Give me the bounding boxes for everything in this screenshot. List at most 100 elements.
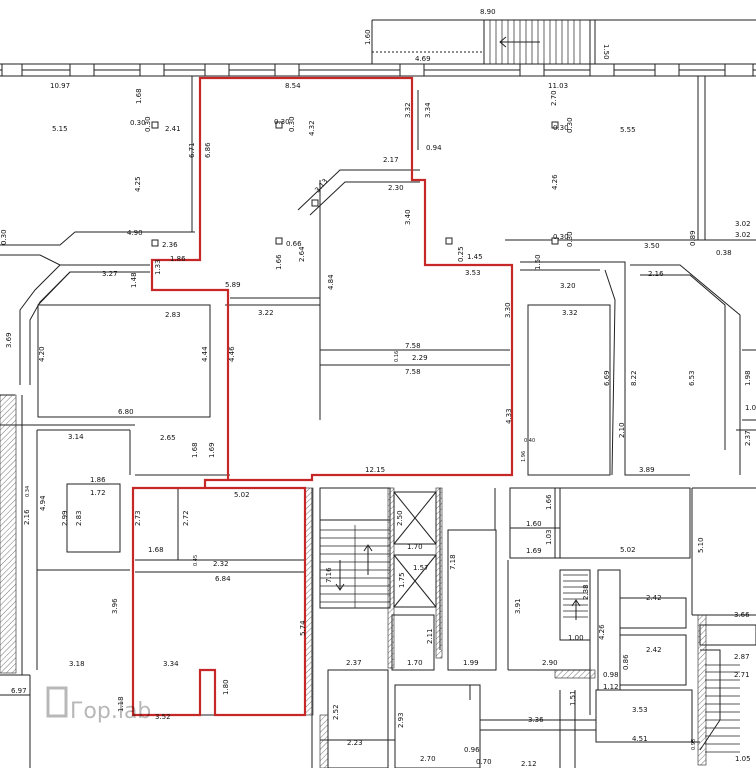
dim-label: 1.66 [275, 254, 283, 270]
dim-label: 2.90 [542, 659, 558, 667]
dim-label: 2.73 [134, 510, 142, 526]
dim-label: 3.27 [102, 270, 118, 278]
dim-label: 0.30 [566, 231, 574, 247]
dim-label: 1.60 [364, 29, 372, 45]
dim-label: 2.30 [388, 184, 404, 192]
dim-label: 1.12 [603, 683, 619, 691]
dim-label: 4.33 [505, 408, 513, 424]
dim-label: 0.34 [25, 486, 31, 497]
dim-label: 2.65 [160, 434, 176, 442]
dim-label: 1.18 [117, 696, 125, 712]
dim-label: 7.16 [325, 567, 333, 583]
dim-label: 1.80 [222, 679, 230, 695]
dim-label: 3.34 [163, 660, 179, 668]
dim-label: 6.86 [204, 142, 212, 158]
dim-label: 6.84 [215, 575, 231, 583]
dim-label: 4.20 [38, 346, 46, 362]
dim-label: 5.74 [299, 620, 307, 636]
dim-label: 2.70 [550, 90, 558, 106]
dim-label: 3.50 [644, 242, 660, 250]
dim-label: 1.68 [191, 442, 199, 458]
dim-label: 5.89 [225, 281, 241, 289]
dim-label: 4.51 [632, 735, 648, 743]
dim-label: 1.70 [407, 659, 423, 667]
dim-label: 1.68 [148, 546, 164, 554]
dim-label: 1.69 [208, 442, 216, 458]
dim-label: 5.15 [52, 125, 68, 133]
dim-label: 0.45 [193, 555, 199, 566]
dim-label: 3.36 [528, 716, 544, 724]
dim-label: 2.42 [646, 594, 662, 602]
dim-label: 1.75 [398, 572, 406, 588]
dim-label: 0.95 [691, 739, 697, 750]
dim-label: 12.15 [365, 466, 385, 474]
service-stair-arrow-icon [571, 599, 581, 620]
dim-label: 8.90 [480, 8, 496, 16]
dim-label: 2.23 [347, 739, 363, 747]
dim-label: 3.53 [632, 706, 648, 714]
dim-label: 5.55 [620, 126, 636, 134]
dim-label: 1.45 [467, 253, 483, 261]
dim-label: 0.30 [288, 116, 296, 132]
dim-label: 4.94 [39, 495, 47, 511]
dim-label: 10.97 [50, 82, 70, 90]
dim-label: 1.05 [735, 755, 751, 763]
dim-label: 1.00 [568, 634, 584, 642]
dim-label: 0.66 [286, 240, 302, 248]
dim-label: 6.53 [688, 370, 696, 386]
dim-label: 1.03 [545, 529, 553, 545]
dim-label: 0.98 [603, 671, 619, 679]
dim-label: 0.25 [457, 246, 465, 262]
dim-label: 2.50 [396, 510, 404, 526]
dim-label: 0.30 [274, 118, 290, 126]
core-stairs [320, 525, 390, 608]
dim-label: 2.29 [412, 354, 428, 362]
premises-outline [131, 76, 514, 717]
dim-label: 3.66 [734, 611, 750, 619]
interior-walls [0, 76, 756, 768]
dim-label: 4.90 [127, 229, 143, 237]
watermark-text: Гор.lab [70, 699, 151, 724]
dim-label: 2.16 [648, 270, 664, 278]
dim-label: 4.26 [598, 624, 606, 640]
dim-label: 4.32 [308, 120, 316, 136]
dim-label: 8.54 [285, 82, 301, 90]
stair-up-arrow-icon [363, 544, 373, 575]
dim-label: 1.69 [526, 547, 542, 555]
dim-label: 1.50 [602, 44, 610, 60]
dim-label: 1.57 [413, 564, 429, 572]
dim-label: 7.58 [405, 342, 421, 350]
dim-label: 5.02 [620, 546, 636, 554]
dim-label: 1.96 [521, 451, 527, 462]
dim-label: 2.93 [397, 712, 405, 728]
dim-label: 2.42 [646, 646, 662, 654]
dim-label: 4.84 [327, 274, 335, 290]
dim-label: 4.26 [551, 174, 559, 190]
dim-label: 1.72 [90, 489, 106, 497]
dim-label: 1.68 [135, 88, 143, 104]
dim-label: 3.22 [258, 309, 274, 317]
structural-walls [0, 394, 707, 768]
facade [0, 63, 756, 77]
dim-label: 2.10 [618, 422, 626, 438]
spiral-stairs [705, 664, 740, 753]
dim-label: 0.70 [476, 758, 492, 766]
stair-down-arrow-icon [335, 560, 345, 591]
dim-label: 3.69 [5, 332, 13, 348]
dim-label: 3.34 [424, 102, 432, 118]
dim-label: 0.30 [553, 124, 569, 132]
dim-label: 7.18 [449, 554, 457, 570]
dim-label: 1.86 [170, 255, 186, 263]
dim-label: 1.86 [90, 476, 106, 484]
dim-label: 2.71 [734, 671, 750, 679]
dim-label: 6.69 [603, 370, 611, 386]
dim-label: 0.30 [130, 119, 146, 127]
dim-label: 3.53 [465, 269, 481, 277]
dimension-labels: 8.90 1.60 1.50 4.69 10.97 8.54 11.03 1.6… [0, 8, 756, 768]
dim-label: 2.83 [165, 311, 181, 319]
dim-label: 5.10 [697, 537, 705, 553]
dim-label: 3.32 [404, 102, 412, 118]
dim-label: 4.44 [201, 346, 209, 362]
dim-label: 0.30 [0, 229, 8, 245]
